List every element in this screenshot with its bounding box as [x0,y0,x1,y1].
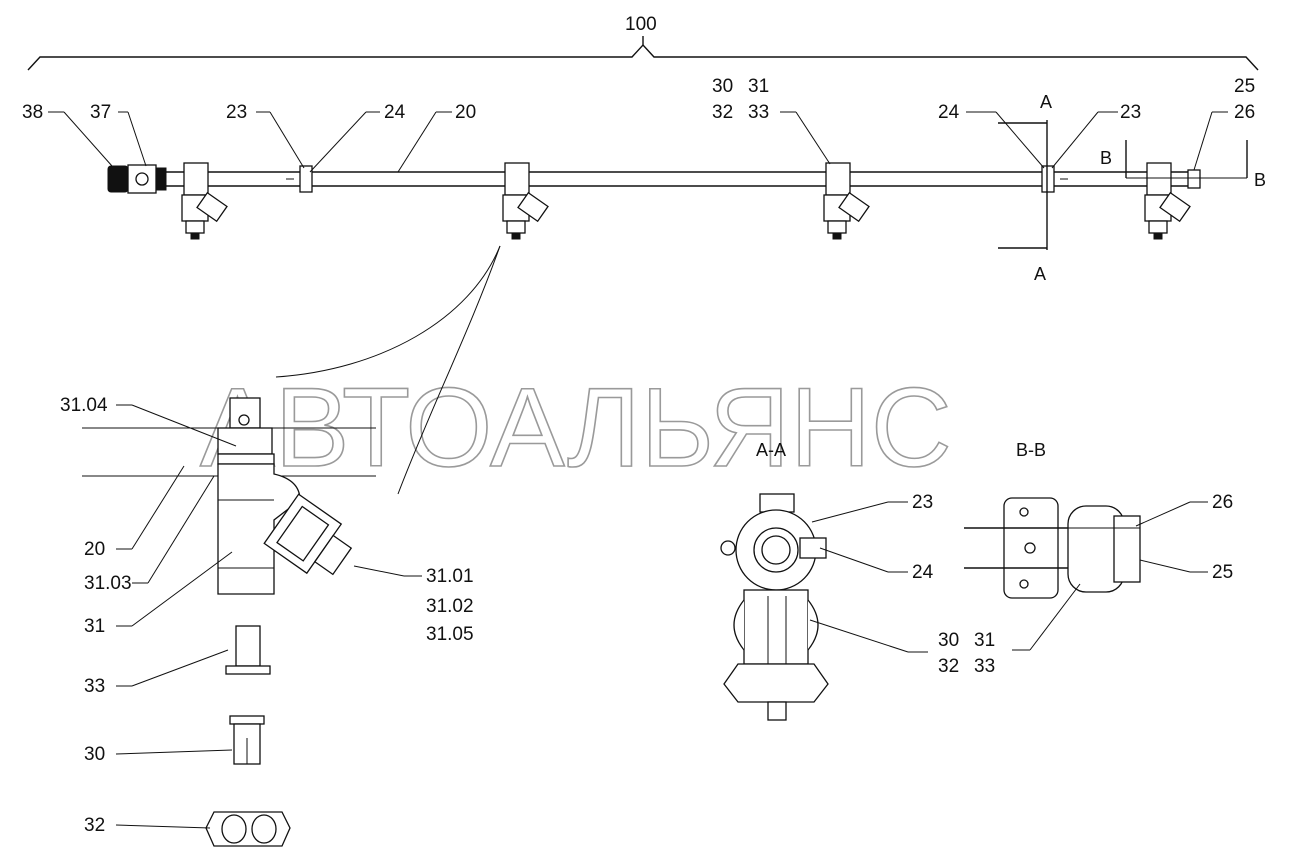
boom-pipe [165,171,1200,187]
section-aa-view [720,493,829,721]
section-a-top: A [1040,92,1052,112]
label-37: 37 [90,102,111,123]
nozzle-assembly-3 [823,162,870,240]
detail-nozzle-body [217,397,353,595]
label-24-left: 24 [384,102,406,123]
boom-leaders [48,111,1228,173]
section-aa-title: A-A [756,440,786,460]
nozzle-assembly-4 [1144,162,1191,240]
end-cap-fitting [107,164,167,194]
label-31-top: 31 [748,76,769,97]
label-23-right: 23 [1120,102,1141,123]
section-bb-view [964,497,1141,599]
label-30-detail: 30 [84,744,105,765]
label-24-right: 24 [938,102,960,123]
label-20-top: 20 [455,102,476,123]
section-line-b [1125,140,1248,179]
label-20-detail: 20 [84,539,105,560]
section-b-left: B [1100,148,1112,168]
label-100: 100 [625,14,657,35]
label-25-bb: 25 [1212,562,1233,583]
label-33-detail: 33 [84,676,105,697]
label-31-05: 31.05 [426,624,474,645]
detail-part-33 [225,625,271,675]
section-bb-title: B-B [1016,440,1046,460]
label-32-detail: 32 [84,815,105,836]
label-26-top: 26 [1234,102,1255,123]
label-31-aa: 31 [974,630,995,651]
label-31-01: 31.01 [426,566,474,587]
label-31-02: 31.02 [426,596,474,617]
label-31-detail: 31 [84,616,105,637]
end-plug [1187,169,1201,189]
label-32-top: 32 [712,102,733,123]
label-33-top: 33 [748,102,769,123]
label-31-03: 31.03 [84,573,132,594]
label-23-left: 23 [226,102,247,123]
section-line-a [998,120,1048,250]
detail-callout [275,245,501,495]
label-38: 38 [22,102,43,123]
section-aa-leaders [809,501,928,653]
label-23-aa: 23 [912,492,933,513]
clamp-right [1041,165,1068,193]
section-b-right: B [1254,170,1266,190]
label-24-aa: 24 [912,562,934,583]
label-30-aa: 30 [938,630,959,651]
detail-part-30 [229,715,265,765]
label-30-top: 30 [712,76,733,97]
section-a-bottom: A [1034,264,1046,284]
assembly-bracket [27,36,1259,71]
label-31-04: 31.04 [60,395,108,416]
nozzle-assembly-2 [502,162,549,240]
section-bb-leaders [1012,501,1208,651]
label-26-bb: 26 [1212,492,1233,513]
nozzle-assembly-1 [181,162,228,240]
detail-part-32 [205,811,291,847]
clamp-left [286,165,313,193]
label-32-aa: 32 [938,656,959,677]
label-33-aa: 33 [974,656,995,677]
label-25-top: 25 [1234,76,1255,97]
detail-leaders [115,404,422,829]
